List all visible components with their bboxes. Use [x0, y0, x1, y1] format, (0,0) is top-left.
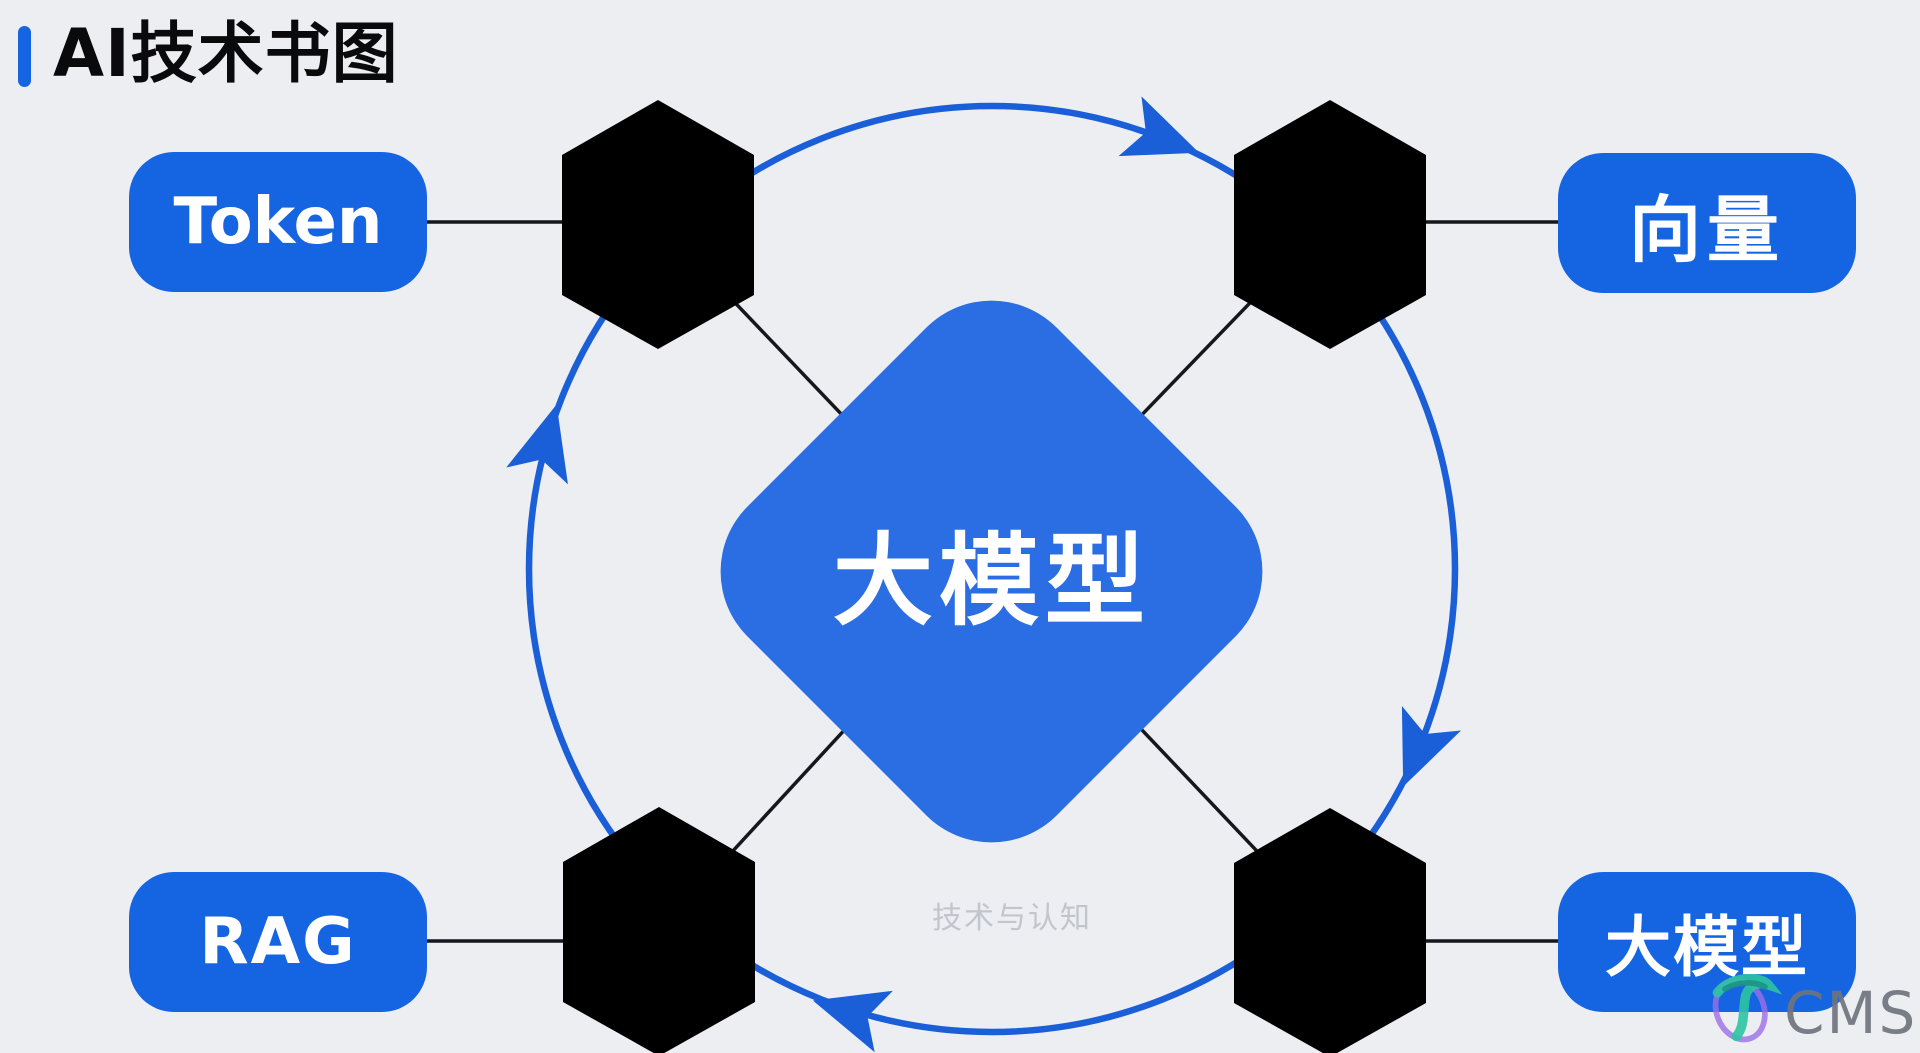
- header: AI技术书图: [18, 20, 399, 87]
- brand-watermark-text: CMS: [1784, 979, 1918, 1047]
- page-title: AI技术书图: [53, 14, 399, 92]
- node-large-model: 大模型: [1558, 872, 1856, 1012]
- arrow-left-icon: [506, 404, 568, 485]
- node-rag: RAG: [129, 872, 427, 1012]
- arrow-bottom-icon: [812, 990, 893, 1053]
- node-token: Token: [129, 152, 427, 292]
- cube-top-right-icon: [1234, 100, 1426, 349]
- center-node-label: 大模型: [832, 522, 1151, 639]
- brand-logo-icon: [1712, 973, 1782, 1043]
- center-watermark-text: 技术与认知: [932, 901, 1092, 936]
- arrow-right-icon: [1401, 706, 1462, 787]
- cube-top-left-icon: [562, 100, 754, 349]
- cube-bottom-left-icon: [563, 807, 755, 1053]
- brand-watermark: CMS: [1706, 962, 1917, 1048]
- arrow-top-icon: [1118, 96, 1200, 157]
- title-accent-bar: [18, 26, 31, 87]
- node-vector: 向量: [1558, 153, 1856, 293]
- cycle-circle: [525, 102, 1459, 1036]
- cube-bottom-right-icon: [1234, 808, 1426, 1053]
